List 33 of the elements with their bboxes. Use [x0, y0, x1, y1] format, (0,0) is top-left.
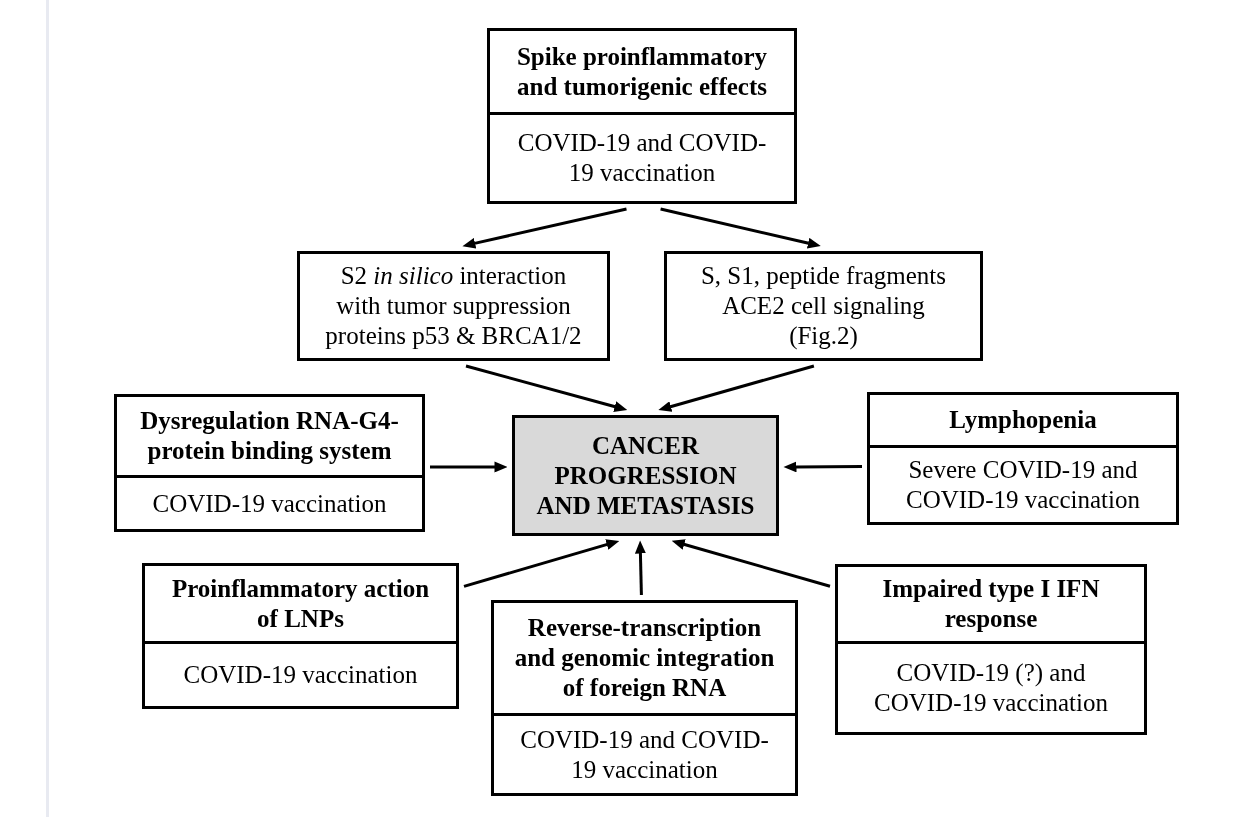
arrow: [671, 539, 831, 588]
heading-text: Impaired type I IFN response: [881, 574, 1101, 634]
arrow: [462, 207, 627, 249]
title-text: CANCER PROGRESSION AND METASTASIS: [535, 430, 756, 521]
process-box: [867, 392, 1179, 525]
outcome-box: [512, 415, 779, 536]
heading-text: Proinflammatory action of LNPs: [170, 573, 431, 634]
process-box: [491, 600, 798, 796]
arrow: [634, 540, 646, 596]
heading-text: Dysregulation RNA-G4-protein binding system: [139, 406, 400, 466]
process-box: [487, 28, 797, 204]
process-box: [664, 251, 983, 361]
heading-text: Reverse-transcription and genomic integration of foreign RNA: [513, 613, 776, 703]
arrow: [463, 539, 620, 588]
arrow: [430, 461, 508, 473]
body-text: S2 in silico interaction with tumor suppression proteins p53 & BRCA1/2: [324, 261, 583, 351]
arrow: [465, 364, 628, 412]
body-text: Severe COVID-19 and COVID-19 vaccination: [905, 455, 1141, 515]
body-text: COVID-19 (?) and COVID-19 vaccination: [873, 658, 1109, 718]
process-box: [114, 394, 425, 532]
heading-text: Spike proinflammatory and tumorigenic effects: [515, 41, 769, 102]
body-text: COVID-19 and COVID-19 vaccination: [516, 128, 768, 188]
body-text: COVID-19 vaccination: [152, 488, 387, 519]
process-box: [142, 563, 459, 709]
body-text: COVID-19 and COVID-19 vaccination: [519, 724, 770, 785]
body-text: S, S1, peptide fragments ACE2 cell signaling (Fig.2): [699, 261, 948, 351]
arrow: [783, 461, 862, 473]
arrow: [660, 207, 821, 249]
body-text: COVID-19 vaccination: [183, 660, 418, 690]
process-box: [835, 564, 1147, 735]
arrow: [658, 364, 815, 412]
heading-text: Lymphopenia: [949, 405, 1097, 435]
process-box: [297, 251, 610, 361]
